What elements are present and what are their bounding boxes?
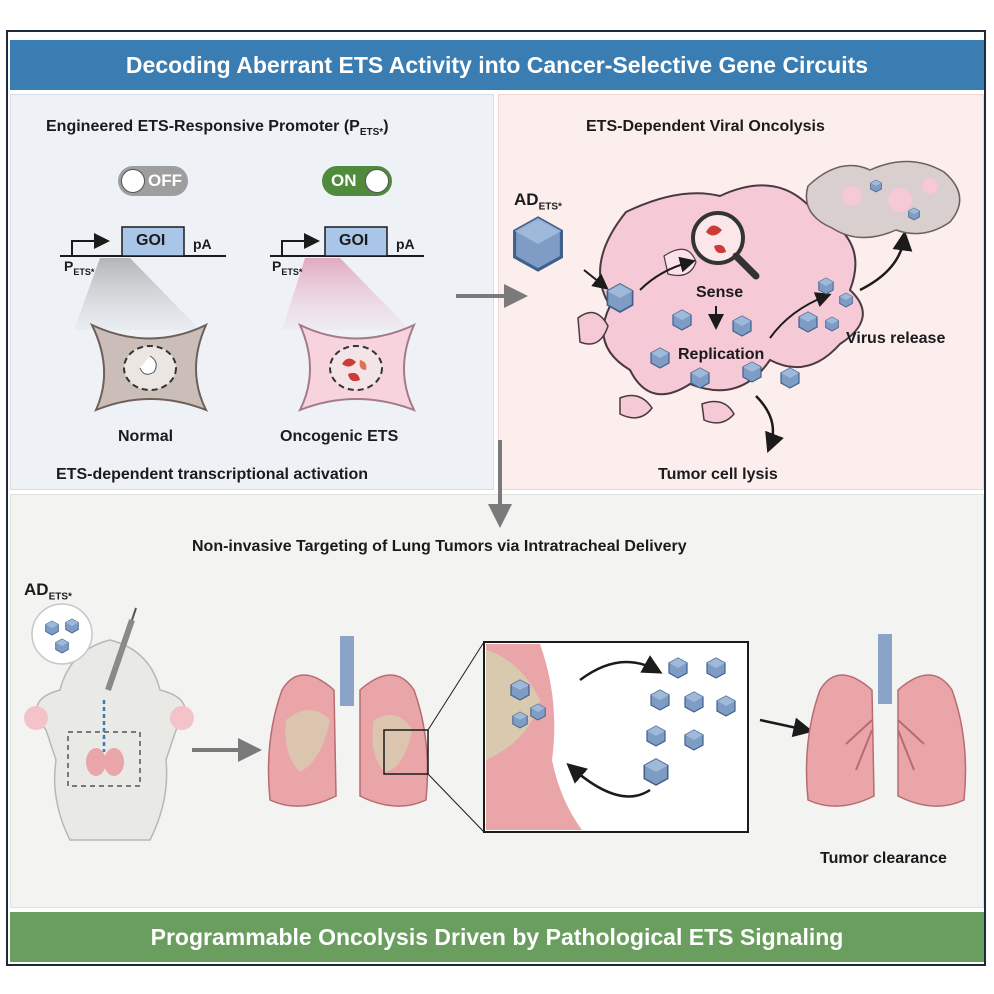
title-banner: Decoding Aberrant ETS Activity into Canc…	[10, 40, 984, 90]
gene-label-normal: GOI	[136, 232, 166, 249]
construct-normal	[60, 226, 226, 330]
label-virus-release: Virus release	[846, 330, 946, 347]
left-caption: ETS-dependent transcriptional activation	[56, 466, 369, 483]
gene-label-oncogenic: GOI	[339, 232, 369, 249]
virus-icon	[513, 216, 563, 272]
lysed-cell-cluster	[805, 160, 961, 239]
oncogenic-cell	[297, 322, 417, 412]
toggle-on-icon: ON	[322, 166, 392, 196]
label-tumor-lysis: Tumor cell lysis	[658, 466, 778, 483]
label-normal: Normal	[118, 428, 174, 445]
delivery-heading: Non-invasive Targeting of Lung Tumors vi…	[192, 538, 687, 555]
zoom-inset	[483, 641, 749, 833]
magnifier-icon	[691, 211, 760, 280]
construct-oncogenic	[270, 226, 424, 330]
promoter-heading: Engineered ETS-Responsive Promoter (PETS…	[46, 118, 389, 139]
cleared-lung-icon	[805, 634, 967, 807]
footer-banner: Programmable Oncolysis Driven by Patholo…	[10, 912, 984, 962]
polya-label-normal: pA	[193, 236, 212, 252]
virus-label-bottom: ADETS*	[24, 580, 72, 603]
label-sense: Sense	[696, 284, 744, 301]
normal-cell	[89, 322, 209, 412]
promoter-label-normal: PETS*	[64, 258, 95, 277]
label-oncogenic: Oncogenic ETS	[280, 428, 399, 445]
polya-label-oncogenic: pA	[396, 236, 415, 252]
syringe-icon	[31, 603, 137, 691]
virus-label: ADETS*	[514, 190, 562, 213]
label-tumor-clearance: Tumor clearance	[820, 850, 947, 867]
tumor-cell	[577, 184, 864, 424]
promoter-label-oncogenic: PETS*	[272, 258, 303, 277]
lung-icon	[267, 636, 429, 807]
label-replication: Replication	[678, 346, 765, 363]
oncolysis-heading: ETS-Dependent Viral Oncolysis	[586, 118, 825, 135]
mouse-icon	[24, 639, 194, 841]
toggle-off-icon: OFF	[118, 166, 188, 196]
